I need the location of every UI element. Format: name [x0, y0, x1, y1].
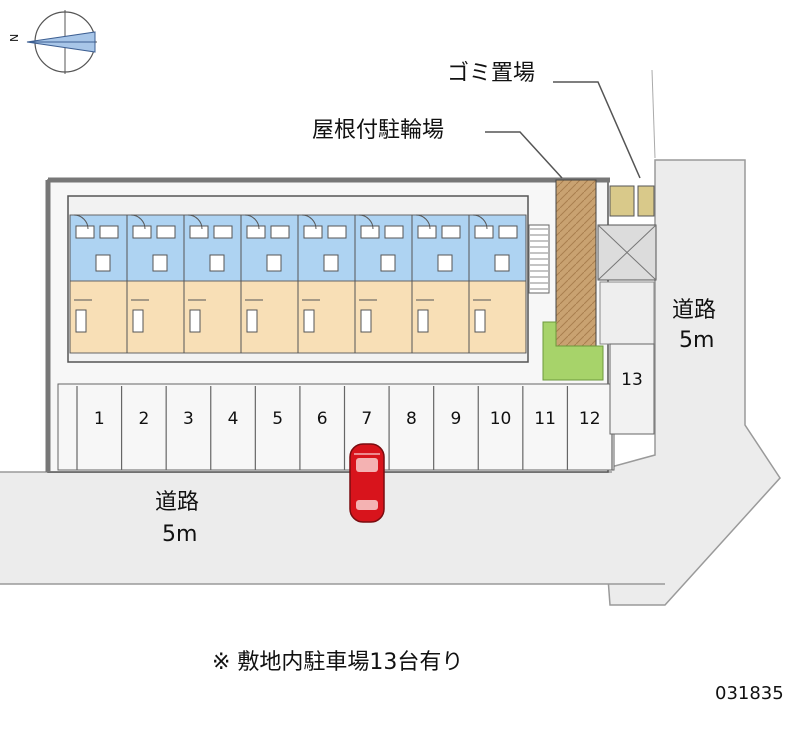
- lot-border: [45, 177, 610, 472]
- unit-bath: [360, 225, 380, 239]
- unit-door-swing: [73, 214, 89, 230]
- leader-garbage: [553, 81, 641, 179]
- unit-door-swing: [358, 214, 374, 230]
- parking-number: 4: [228, 409, 239, 429]
- property-code: 031835: [715, 683, 784, 704]
- unit-door-swing: [130, 214, 146, 230]
- unit-toilet: [441, 225, 461, 239]
- unit-furniture: [417, 309, 429, 333]
- parking-number: 10: [490, 409, 512, 429]
- unit-toilet: [99, 225, 119, 239]
- car-icon: [349, 443, 385, 523]
- unit-furniture: [303, 309, 315, 333]
- unit-toilet: [498, 225, 518, 239]
- unit-kitchen: [380, 254, 396, 272]
- parking-number: 6: [317, 409, 328, 429]
- bicycle-parking: [555, 179, 597, 349]
- unit-furniture: [75, 309, 87, 333]
- bicycle-parking-label: 屋根付駐輪場: [312, 118, 445, 143]
- parking-footnote: ※ 敷地内駐車場13台有り: [212, 650, 464, 675]
- parking-number: 8: [406, 409, 417, 429]
- greenery: [542, 321, 604, 381]
- unit-bath: [417, 225, 437, 239]
- unit-bath: [303, 225, 323, 239]
- unit-furniture: [132, 309, 144, 333]
- road-bottom-width: 5m: [162, 522, 198, 547]
- road-right-width: 5m: [679, 328, 715, 353]
- unit-door-swing: [301, 214, 317, 230]
- unit-kitchen: [266, 254, 282, 272]
- unit-door-swing: [415, 214, 431, 230]
- garbage-area-label: ゴミ置場: [447, 61, 536, 86]
- parking-number: 7: [361, 409, 372, 429]
- unit-bath: [246, 225, 266, 239]
- compass-north-label: N: [8, 34, 21, 42]
- parking-number: 9: [451, 409, 462, 429]
- unit-furniture: [360, 309, 372, 333]
- parking-number: 11: [534, 409, 556, 429]
- unit-kitchen: [437, 254, 453, 272]
- unit-kitchen: [152, 254, 168, 272]
- unit-bath: [132, 225, 152, 239]
- unit-toilet: [270, 225, 290, 239]
- unit-door-swing: [187, 214, 203, 230]
- unit-bath: [189, 225, 209, 239]
- unit-kitchen: [209, 254, 225, 272]
- parking-number: 3: [183, 409, 194, 429]
- unit-toilet: [213, 225, 233, 239]
- unit-toilet: [156, 225, 176, 239]
- road-right-name: 道路: [672, 298, 717, 323]
- road-bottom-name: 道路: [155, 490, 200, 515]
- parking-number: 5: [272, 409, 283, 429]
- unit-kitchen: [323, 254, 339, 272]
- unit-toilet: [327, 225, 347, 239]
- unit-kitchen: [494, 254, 510, 272]
- parking-number: 1: [94, 409, 105, 429]
- unit-furniture: [474, 309, 486, 333]
- compass-icon: N: [8, 10, 97, 74]
- parking-number-13: 13: [621, 370, 643, 390]
- unit-bath: [474, 225, 494, 239]
- unit-kitchen: [95, 254, 111, 272]
- leader-bicycle: [485, 131, 563, 179]
- parking-area: [57, 383, 615, 471]
- unit-furniture: [189, 309, 201, 333]
- parking-space-13: [609, 343, 655, 435]
- unit-door-swing: [244, 214, 260, 230]
- parking-number: 12: [579, 409, 601, 429]
- unit-furniture: [246, 309, 258, 333]
- leader-road: [651, 69, 656, 159]
- unit-toilet: [384, 225, 404, 239]
- unit-door-swing: [472, 214, 488, 230]
- unit-bath: [75, 225, 95, 239]
- parking-number: 2: [138, 409, 149, 429]
- road-bottom: [0, 472, 670, 584]
